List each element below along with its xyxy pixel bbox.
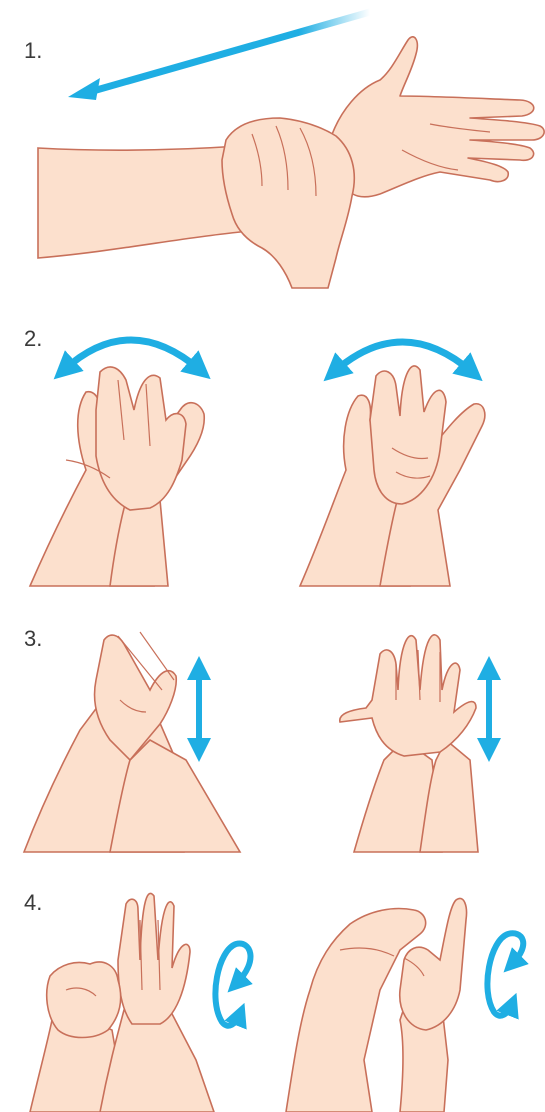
step-number: 3. [24,626,42,652]
direction-arrow-icon [68,12,370,100]
step-3-illustration [24,632,489,852]
crossed-fingers-icon [24,632,240,852]
step-number: 4. [24,890,42,916]
interlaced-fingers-icon [340,635,478,852]
curved-double-arrow-icon [334,342,472,372]
step-2-illustration [30,340,485,586]
circular-arrow-icon [215,943,250,1025]
fist-in-palm-icon [30,893,214,1112]
thumb-rotation-icon [286,898,467,1112]
step-4-illustration [30,893,523,1112]
palm-to-palm-icon [300,366,485,586]
forearm-rub-icon [38,37,544,288]
step-number: 1. [24,38,42,64]
curved-double-arrow-icon [64,340,200,370]
circular-arrow-icon [487,933,523,1015]
palm-to-back-hand-icon [30,367,204,586]
step-1-illustration [38,12,544,288]
step-number: 2. [24,326,42,352]
